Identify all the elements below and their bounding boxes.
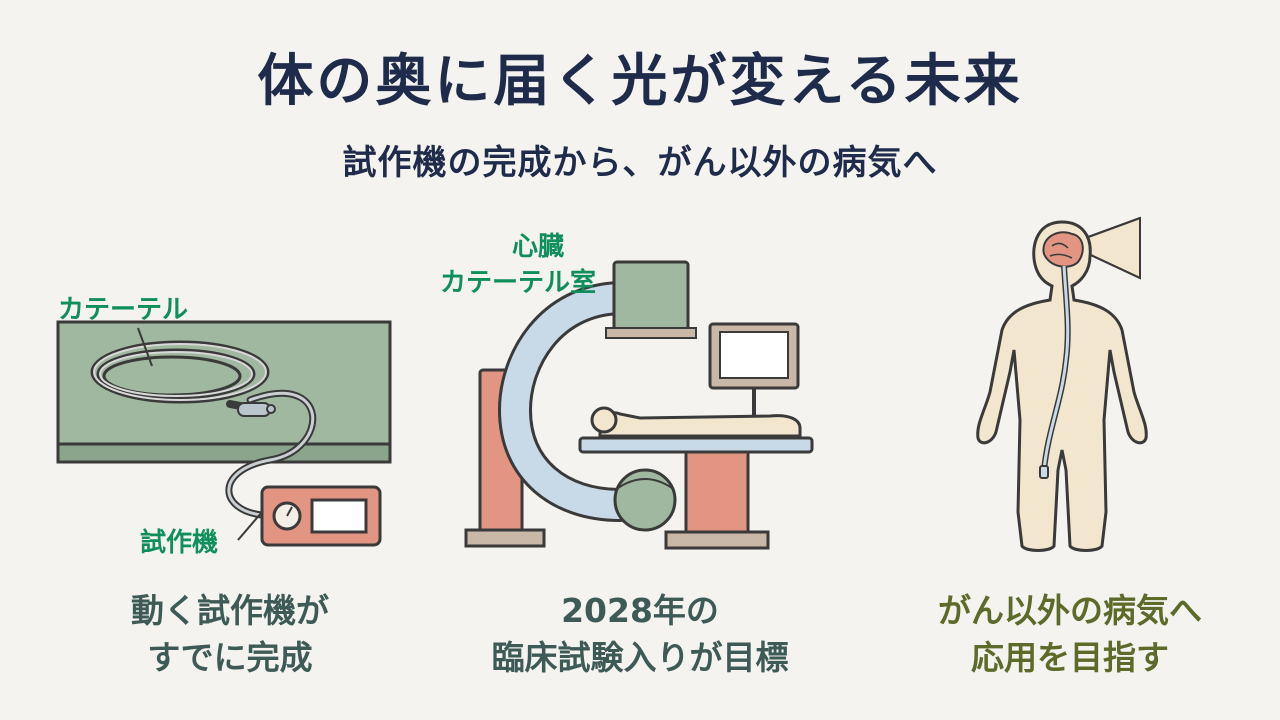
page-title: 体の奥に届く光が変える未来 — [257, 49, 1023, 114]
panel3-caption-line1: がん以外の病気へ — [938, 591, 1202, 630]
catheter-callout: カテーテル — [58, 295, 189, 325]
cardiac-catheter-lab-icon — [464, 260, 814, 550]
human-body-with-brain-light-icon — [976, 216, 1148, 552]
catheter-and-prototype-device-icon — [56, 320, 392, 547]
panel3-caption: がん以外の病気へ 応用を目指す — [880, 588, 1260, 682]
panel1-caption-line2: すでに完成 — [147, 637, 313, 677]
cardiac-room-callout-line2: カテーテル室 — [440, 268, 597, 298]
panel2-caption: 2028年の 臨床試験入りが目標 — [440, 588, 840, 682]
page-subtitle: 試作機の完成から、がん以外の病気へ — [342, 143, 938, 183]
cardiac-room-callout-line1: 心臓 — [511, 232, 564, 262]
prototype-callout: 試作機 — [140, 528, 219, 558]
panel2-caption-line2: 臨床試験入りが目標 — [491, 637, 789, 677]
panel1-caption-line1: 動く試作機が — [131, 591, 329, 630]
panel2-caption-line1: 2028年の — [561, 591, 719, 630]
panel1-caption: 動く試作機が すでに完成 — [60, 588, 400, 682]
panel3-caption-line2: 応用を目指す — [971, 637, 1169, 677]
